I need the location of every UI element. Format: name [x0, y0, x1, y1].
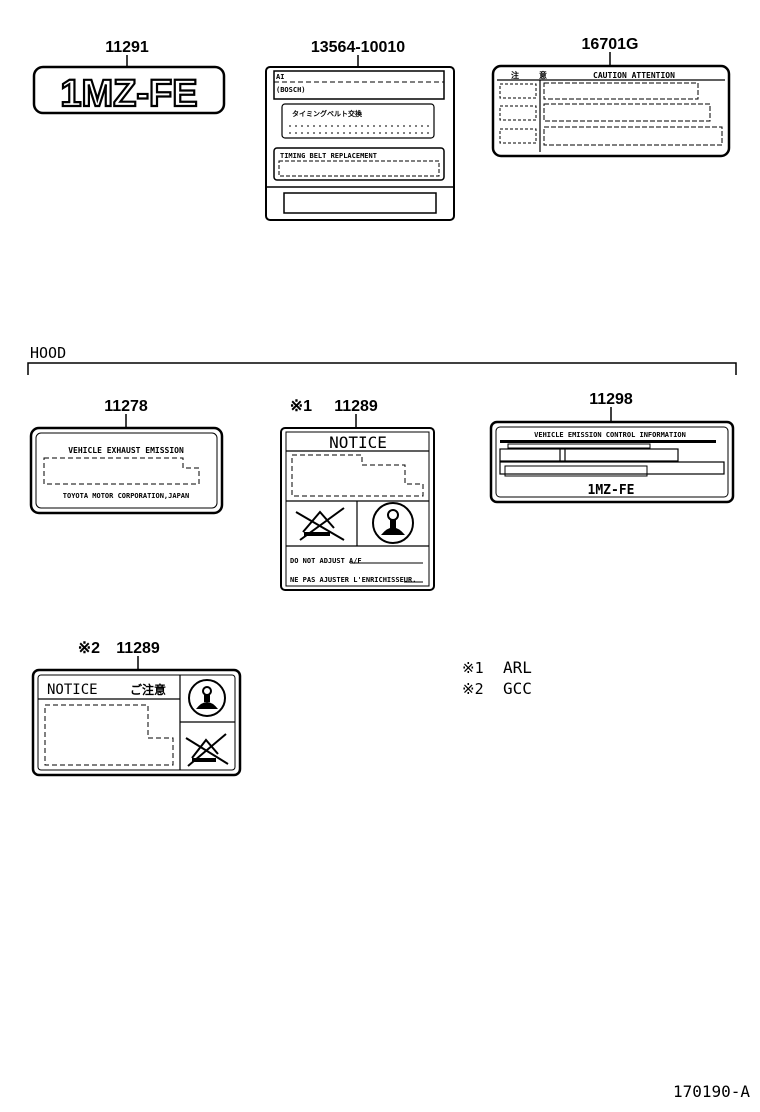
inner-outline [495, 426, 729, 498]
part-13564-10010: 13564-10010 AI (BOSCH) タイミングベルト交換 TIMING… [265, 39, 455, 221]
no-adjust-icon [295, 507, 345, 541]
part-number-11278: 11278 [104, 398, 148, 415]
dashed-info-area [291, 454, 424, 497]
label-line-1: AI [276, 73, 284, 81]
inner-outline [285, 431, 430, 587]
label-outline [31, 668, 242, 777]
dashed-row [543, 82, 699, 100]
label-line-2: (BOSCH) [276, 86, 306, 94]
info-subrow [504, 465, 648, 477]
dashed-row [543, 103, 711, 122]
hood-section: HOOD [27, 344, 737, 375]
legend-marker-2: ※2 [462, 680, 484, 698]
part-16701G: 16701G 注 意 CAUTION ATTENTION [491, 36, 731, 158]
maker-footer: TOYOTA MOTOR CORPORATION,JAPAN [63, 492, 189, 500]
label-outline [265, 66, 455, 221]
engine-code: 1MZ-FE [588, 483, 635, 498]
legend-text-2: GCC [503, 679, 532, 698]
timing-belt-box [273, 147, 445, 181]
label-outline [32, 65, 226, 115]
legend-text-1: ARL [503, 658, 532, 677]
dashed-cell [499, 128, 537, 144]
legend: ※1 ARL ※2 GCC [462, 658, 532, 698]
info-line [507, 443, 651, 449]
part-11291: 11291 1MZ-FE [32, 39, 226, 116]
warning-line-1: DO NOT ADJUST A/F [290, 557, 362, 565]
dashed-cell [499, 105, 537, 121]
legend-marker-1: ※1 [462, 659, 484, 677]
part-number-11289-arl: 11289 [334, 398, 378, 415]
dashed-cell [499, 83, 537, 99]
part-11289-arl: ※1 11289 NOTICE DO NOT ADJUST A/F NE PAS… [280, 398, 435, 591]
figure-id: 170190-A [673, 1082, 750, 1101]
part-11278: 11278 VEHICLE EXHAUST EMISSION TOYOTA MO… [29, 398, 224, 515]
label-outline [491, 64, 731, 158]
engine-name-text: 1MZ-FE [60, 73, 197, 115]
dashed-info-area [44, 704, 174, 766]
blank-box [283, 192, 437, 214]
header-box [273, 70, 445, 100]
label-outline [489, 420, 735, 504]
label-line-4: TIMING BELT REPLACEMENT [280, 152, 377, 160]
header-char-1: 注 [511, 70, 519, 80]
caution-heading: CAUTION ATTENTION [593, 71, 675, 80]
notice-heading-jp: ご注意 [130, 682, 166, 697]
info-box [281, 103, 435, 139]
label-outline [29, 426, 224, 515]
no-adjust-icon [185, 733, 229, 767]
part-11289-gcc: ※2 11289 NOTICE ご注意 [31, 640, 242, 777]
variant-marker: ※1 [290, 398, 312, 415]
label-line-3: タイミングベルト交換 [292, 109, 363, 118]
hood-label: HOOD [30, 344, 66, 362]
notice-heading: NOTICE [329, 433, 387, 452]
notice-heading: NOTICE [47, 682, 98, 698]
label-outline [280, 427, 435, 591]
part-number-11291: 11291 [105, 39, 149, 56]
dashed-row [543, 126, 723, 146]
hood-bracket [27, 362, 737, 375]
dashed-info-area [43, 457, 200, 485]
engine-cap-icon [188, 679, 226, 717]
heading-bar [500, 440, 716, 443]
header-char-2: 意 [539, 70, 547, 80]
emission-heading: VEHICLE EXHAUST EMISSION [68, 446, 184, 455]
part-11298: 11298 VEHICLE EMISSION CONTROL INFORMATI… [489, 391, 735, 504]
part-number-11289-gcc: 11289 [116, 640, 160, 657]
dashed-box [278, 160, 440, 177]
inner-outline [35, 432, 218, 509]
emission-control-heading: VEHICLE EMISSION CONTROL INFORMATION [534, 431, 686, 439]
info-row [499, 461, 725, 475]
part-number-16701G: 16701G [582, 36, 639, 53]
part-number-11298: 11298 [589, 391, 633, 408]
engine-cap-icon [372, 502, 414, 544]
info-row [499, 448, 679, 462]
warning-line-2: NE PAS AJUSTER L'ENRICHISSEUR. [290, 576, 416, 584]
variant-marker: ※2 [78, 640, 100, 657]
part-number-13564-10010: 13564-10010 [311, 39, 405, 56]
